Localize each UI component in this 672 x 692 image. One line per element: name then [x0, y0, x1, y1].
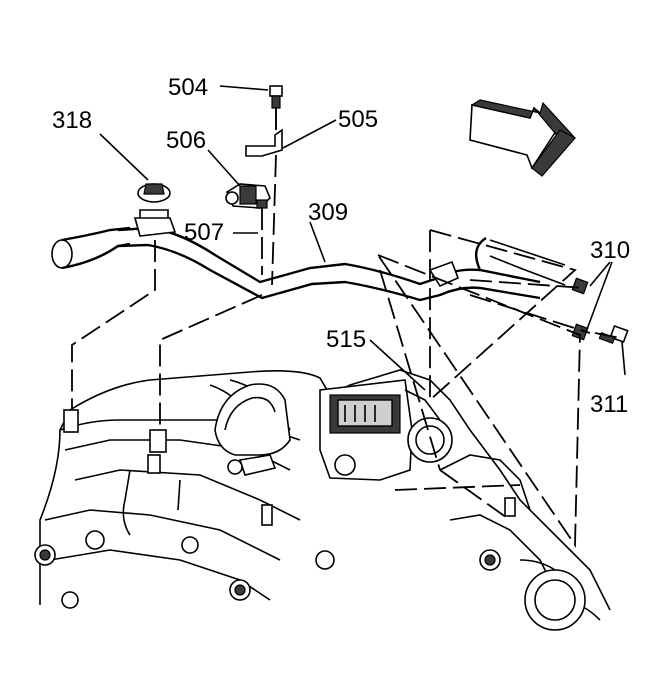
leader-318	[99, 133, 149, 181]
callout-310: 310	[590, 237, 630, 264]
callout-507: 507	[184, 219, 224, 246]
callout-504: 504	[168, 74, 208, 101]
callout-505: 505	[338, 106, 378, 133]
callout-309: 309	[308, 199, 348, 226]
leader-505	[282, 119, 337, 149]
leader-506	[207, 149, 241, 187]
bolt-504	[269, 85, 283, 109]
nut-310-upper	[571, 277, 589, 295]
leader-311	[621, 341, 626, 376]
callout-311: 311	[590, 391, 628, 418]
callout-515: 515	[326, 326, 366, 353]
forward-direction-arrow-icon	[469, 99, 576, 177]
engine-block	[34, 369, 611, 631]
assembly-guide-lines	[71, 108, 621, 548]
nut-310-lower	[571, 323, 589, 341]
leader-lines	[99, 85, 626, 391]
coolant-pipe-309	[51, 217, 566, 302]
seal-507	[256, 199, 268, 209]
leader-310b	[585, 261, 613, 333]
leader-515	[369, 339, 426, 391]
callout-506: 506	[166, 127, 206, 154]
callout-318: 318	[52, 107, 92, 134]
leader-310a	[589, 261, 611, 287]
leader-309	[309, 221, 326, 263]
leader-504	[219, 85, 269, 91]
throttle-body	[319, 379, 453, 481]
